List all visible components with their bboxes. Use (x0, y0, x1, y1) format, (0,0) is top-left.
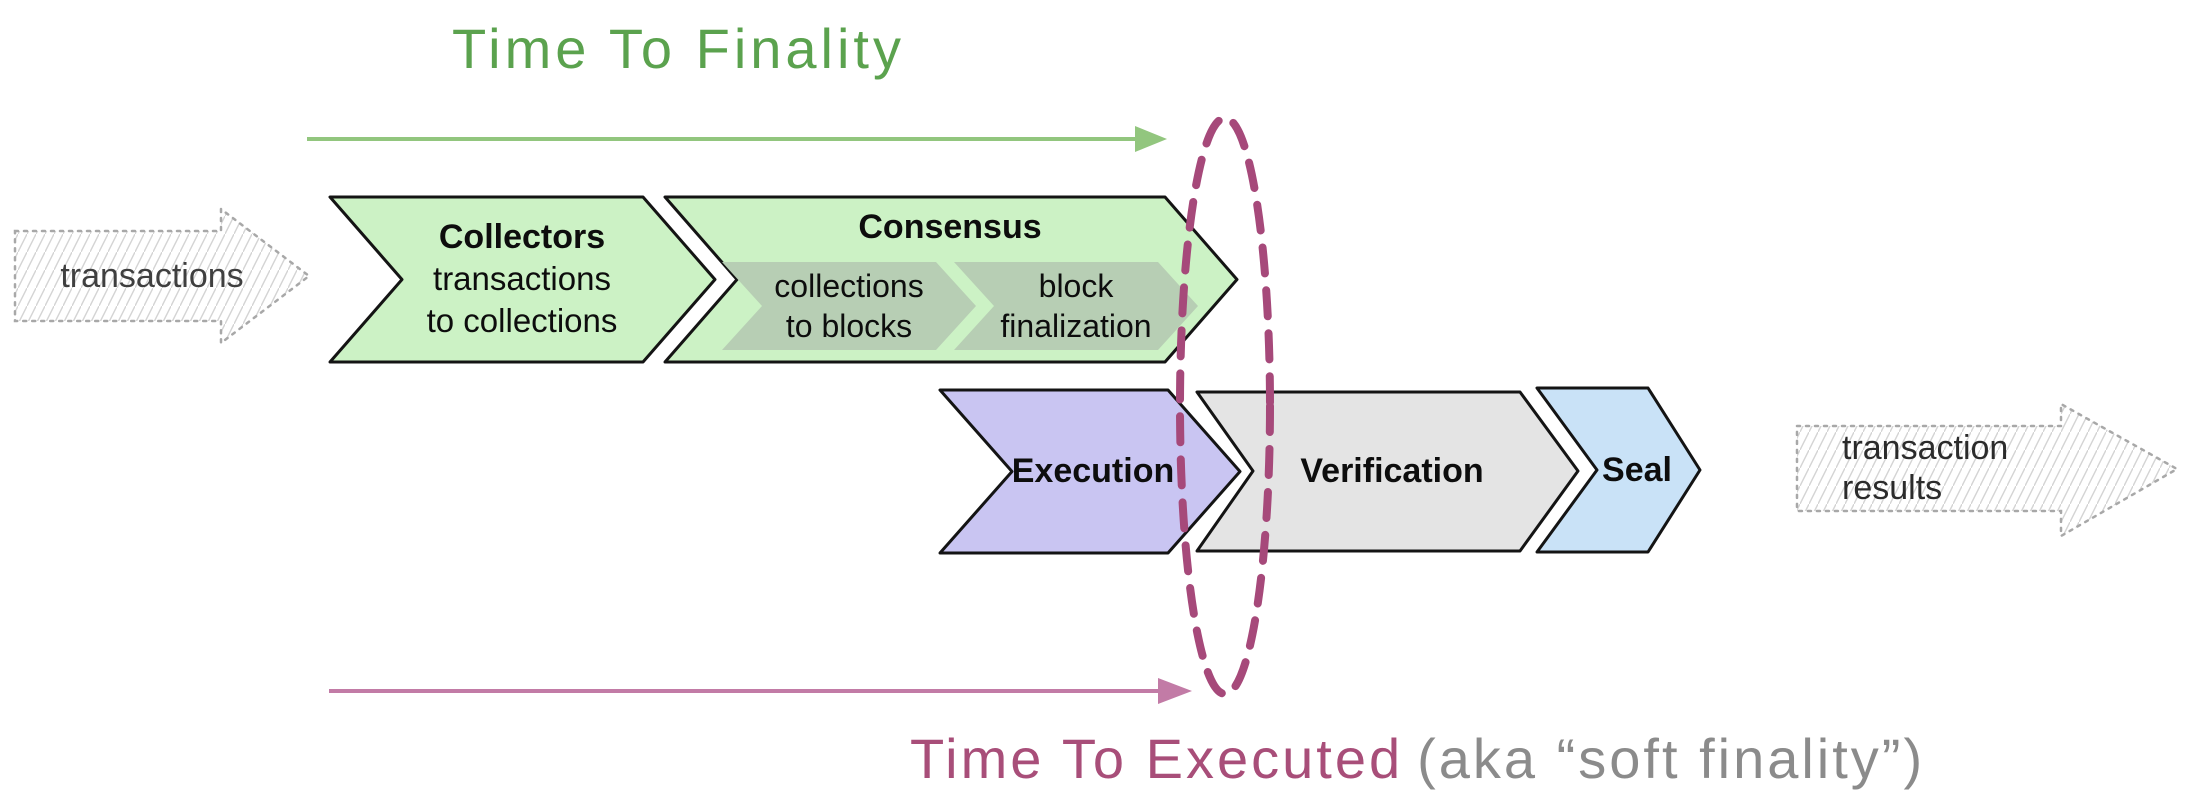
execution-title: Execution (1011, 452, 1175, 490)
verification-chevron (1195, 390, 1580, 553)
transactions-input-arrow-icon (13, 206, 312, 346)
transaction-results-output-arrow-icon (1795, 401, 2180, 539)
consensus-title: Consensus (858, 208, 1042, 246)
transaction-results-label: transaction results (1842, 429, 2009, 507)
collectors-chevron (328, 195, 717, 364)
time-to-finality-arrowhead-icon (1135, 126, 1167, 152)
collections-to-blocks-label: collections to blocks (774, 268, 924, 344)
soft-finality-boundary-ellipse (1176, 114, 1274, 698)
verification-title: Verification (1300, 452, 1484, 490)
time-to-executed-title: Time To Executed(aka “soft finality”) (910, 726, 1925, 791)
soft-finality-subtitle: (aka “soft finality”) (1417, 727, 1926, 790)
execution-chevron (938, 388, 1242, 555)
transactions-label: transactions (60, 257, 244, 295)
collections-to-blocks-subchevron (722, 262, 976, 350)
time-to-finality-title: Time To Finality (452, 17, 905, 80)
collectors-stage-label: Collectors transactions to collections (427, 216, 618, 342)
time-to-executed-title-primary: Time To Executed (910, 727, 1404, 790)
collectors-title: Collectors (438, 218, 606, 256)
time-to-executed-arrowhead-icon (1158, 678, 1192, 704)
seal-chevron (1535, 386, 1702, 554)
seal-title: Seal (1602, 451, 1672, 489)
block-finalization-label: block finalization (1000, 268, 1152, 344)
collectors-subtitle: transactions to collections (426, 260, 618, 339)
block-finalization-subchevron (954, 262, 1198, 350)
